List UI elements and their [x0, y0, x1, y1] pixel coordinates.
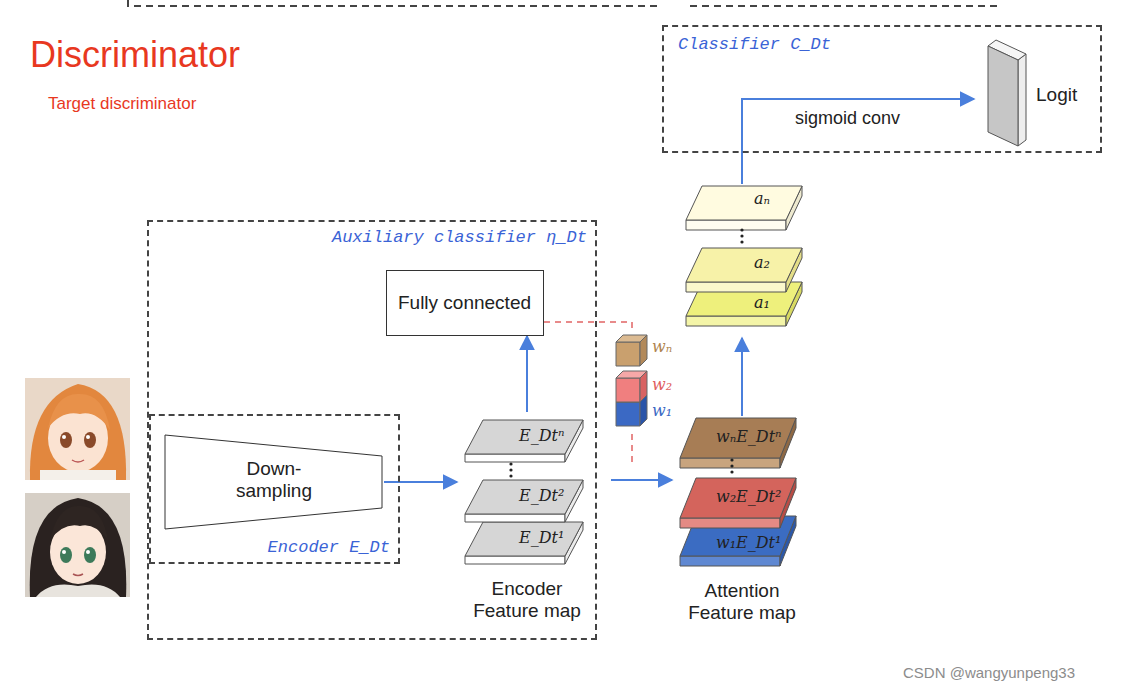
- slab-face: [465, 556, 565, 564]
- node-text: Down-sampling: [219, 458, 329, 502]
- slab-face: [1018, 54, 1026, 146]
- slab-face: [680, 556, 780, 566]
- node-text: Auxiliary classifier η_Dt: [332, 228, 587, 248]
- node-text: Attention Feature map: [672, 580, 812, 624]
- ellipsis-dot: [509, 474, 512, 477]
- node-text: Classifier C_Dt: [678, 35, 831, 55]
- ellipsis-dot: [509, 468, 512, 471]
- edge-label: sigmoid conv: [795, 108, 900, 129]
- node-text: w₂: [652, 376, 672, 394]
- slab-face: [680, 418, 796, 458]
- downsampling-trapezoid: Down-sampling: [164, 434, 384, 530]
- ellipsis-dot: [740, 234, 743, 237]
- node-text: w₁E_Dt¹: [716, 534, 781, 552]
- slab-face: [680, 478, 796, 518]
- weight-link: [631, 434, 633, 464]
- slab-face: [686, 186, 802, 220]
- ellipsis-dot: [509, 462, 512, 465]
- slab-face: [165, 435, 382, 529]
- ellipsis-dot: [730, 470, 733, 473]
- slab-face: [465, 480, 583, 514]
- node-text: Fully connected: [398, 292, 531, 314]
- flow-arrow: [611, 479, 672, 481]
- ellipsis-dot: [740, 240, 743, 243]
- auxiliary-classifier-region: Fully connectedDown-samplingEncoder E_Dt…: [147, 220, 597, 640]
- fully-connected-box: Fully connected: [386, 270, 544, 336]
- slab-face: [465, 522, 583, 556]
- logit-map: Logit: [974, 40, 1094, 150]
- node-text: wₙE_Dtⁿ: [716, 428, 782, 446]
- slab-face: [465, 420, 583, 454]
- slab-face: [680, 458, 780, 468]
- attention-output-stack: aₙ a₂ a₁: [680, 178, 810, 338]
- node-text: aₙ: [754, 190, 770, 208]
- node-text: w₂E_Dt²: [716, 488, 781, 506]
- ellipsis-dot: [730, 464, 733, 467]
- slab-face: [686, 316, 786, 326]
- flow-arrow: [384, 481, 457, 483]
- subtitle: Target discriminator: [48, 94, 196, 114]
- input-image: [25, 378, 130, 480]
- flow-arrow: [526, 336, 528, 412]
- weight-link: [544, 322, 632, 330]
- slab-face: [640, 371, 647, 402]
- input-image: [25, 493, 130, 597]
- slab-face: [680, 516, 796, 556]
- node-text: Encoder E_Dt: [268, 538, 390, 558]
- slab-face: [680, 518, 780, 528]
- slab-face: [616, 402, 640, 426]
- encoder-feature-stack: E_DtⁿE_Dt² E_Dt¹ Encoder Feature map: [457, 412, 597, 634]
- node-text: a₁: [754, 294, 770, 312]
- encoder-region: Down-samplingEncoder E_Dt: [149, 414, 400, 564]
- node-text: a₂: [754, 254, 770, 272]
- classifier-region: Logit Classifier C_Dt: [662, 25, 1102, 153]
- attention-feature-stack: wₙE_Dtⁿ w₂E_Dt² w₁E_Dt¹ Attention Feature m…: [672, 410, 812, 642]
- flow-arrow: [741, 338, 743, 416]
- node-text: E_Dt²: [519, 487, 564, 505]
- node-text: Logit: [1036, 84, 1077, 106]
- attention-weights: wₙ w₂ w₁: [610, 330, 700, 435]
- node-text: E_Dt¹: [519, 529, 564, 547]
- shape-outline: [680, 178, 810, 338]
- slab-face: [465, 514, 565, 522]
- diagram-title: Discriminator: [30, 34, 240, 75]
- frame-edge: [128, 0, 660, 6]
- slab-face: [616, 342, 640, 366]
- slab-face: [465, 454, 565, 462]
- ellipsis-dot: [730, 458, 733, 461]
- node-text: E_Dtⁿ: [519, 427, 564, 445]
- flow-arrow: [742, 99, 974, 184]
- slab-face: [616, 378, 640, 402]
- node-text: w₁: [652, 402, 672, 420]
- ellipsis-dot: [740, 228, 743, 231]
- node-text: Encoder Feature map: [457, 578, 597, 622]
- watermark: CSDN @wangyunpeng33: [903, 664, 1075, 681]
- slab-face: [686, 282, 802, 316]
- slab-face: [686, 282, 786, 292]
- node-text: wₙ: [652, 338, 672, 356]
- slab-face: [988, 46, 1018, 146]
- frame-edge: [690, 5, 1000, 7]
- slab-face: [686, 248, 802, 282]
- slab-face: [686, 220, 786, 230]
- slab-face: [640, 335, 647, 366]
